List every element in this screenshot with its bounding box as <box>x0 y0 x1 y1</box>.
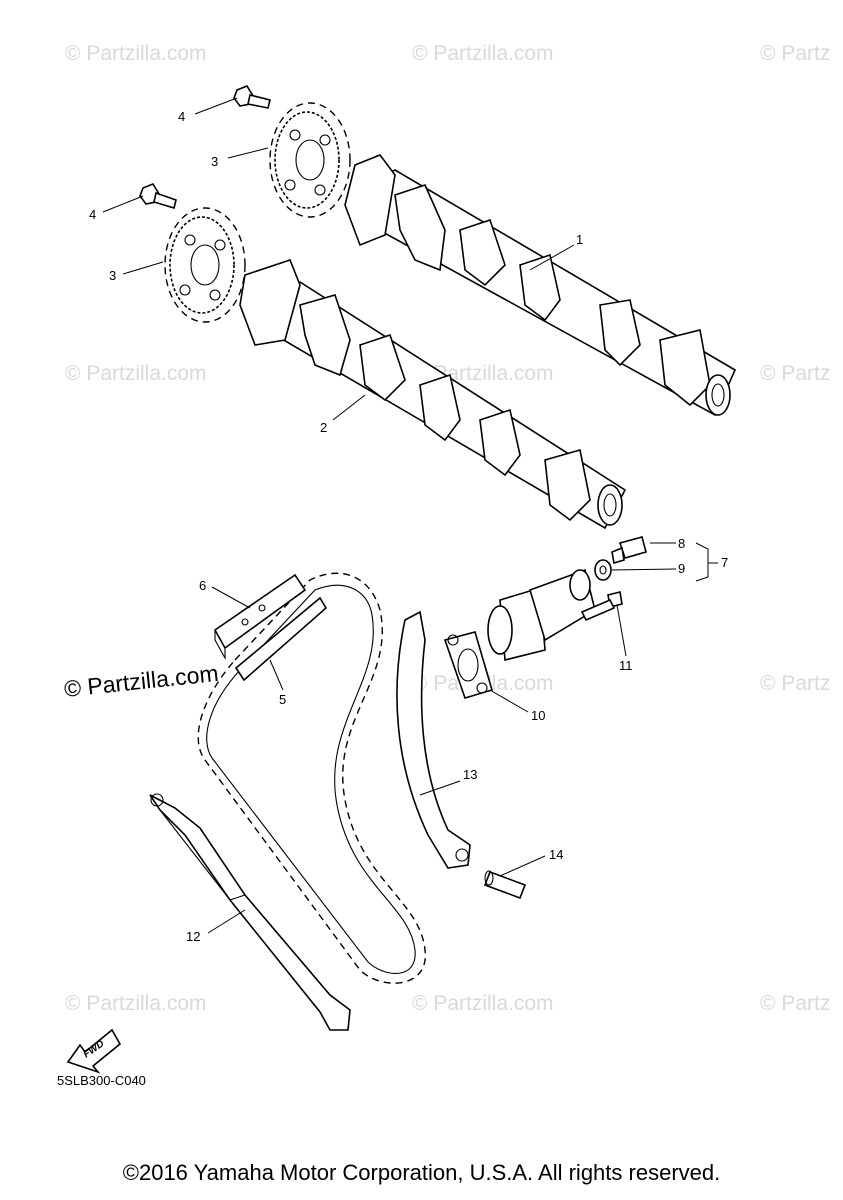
watermark: © Partzilla.com <box>65 362 207 385</box>
callout-11: 11 <box>619 658 633 673</box>
sprocket-bolt-upper <box>233 85 271 109</box>
watermark-prominent: © Partzilla.com <box>63 660 220 702</box>
chain-guide-exhaust <box>149 793 351 1031</box>
camshaft-lower <box>239 259 627 530</box>
callout-12: 12 <box>186 929 200 944</box>
callout-4-lower: 4 <box>89 207 96 222</box>
copyright-notice: ©2016 Yamaha Motor Corporation, U.S.A. A… <box>122 1160 721 1185</box>
callout-9: 9 <box>678 561 685 576</box>
leader-lines <box>102 97 718 934</box>
guide-pin <box>483 870 527 900</box>
watermark: © Partzilla.com <box>412 42 554 65</box>
callout-6: 6 <box>199 578 206 593</box>
watermark: © Partzilla.com <box>65 42 207 65</box>
chain-tensioner <box>487 568 596 662</box>
fwd-arrow: FWD <box>66 1028 122 1074</box>
camshaft-upper <box>344 154 737 417</box>
watermark-truncated: © Partz <box>760 362 830 385</box>
watermark-truncated: © Partz <box>760 992 830 1015</box>
callout-8: 8 <box>678 536 685 551</box>
chain-guide-tensioner <box>396 610 471 869</box>
callout-5: 5 <box>279 692 286 707</box>
cam-sprocket-lower <box>164 207 246 323</box>
diagram-code: 5SLB300-C040 <box>57 1073 146 1088</box>
callout-10: 10 <box>531 708 545 723</box>
tensioner-bolt <box>580 591 623 622</box>
callout-3-upper: 3 <box>211 154 218 169</box>
watermark-truncated: © Partz <box>760 672 830 695</box>
chain-guide-upper <box>213 573 307 661</box>
callout-13: 13 <box>463 767 477 782</box>
tensioner-gasket <box>443 631 493 699</box>
callout-1: 1 <box>576 232 583 247</box>
cam-chain <box>197 572 426 984</box>
watermark: © Partzilla.com <box>412 992 554 1015</box>
callout-4-upper: 4 <box>178 109 185 124</box>
cam-sprocket-upper <box>269 102 351 218</box>
callout-14: 14 <box>549 847 563 862</box>
callout-2: 2 <box>320 420 327 435</box>
watermark: © Partzilla.com <box>65 992 207 1015</box>
watermark-truncated: © Partz <box>760 42 830 65</box>
callout-3-lower: 3 <box>109 268 116 283</box>
sprocket-bolt-lower <box>139 183 177 210</box>
watermark-layer: © Partzilla.com © Partzilla.com © Partz … <box>63 42 831 1015</box>
tensioner-cap-bolt <box>611 536 647 565</box>
callout-7: 7 <box>721 555 728 570</box>
tensioner-washer <box>594 559 612 581</box>
callouts: 4 3 4 3 1 2 6 5 8 9 7 11 10 13 14 12 <box>89 109 728 944</box>
